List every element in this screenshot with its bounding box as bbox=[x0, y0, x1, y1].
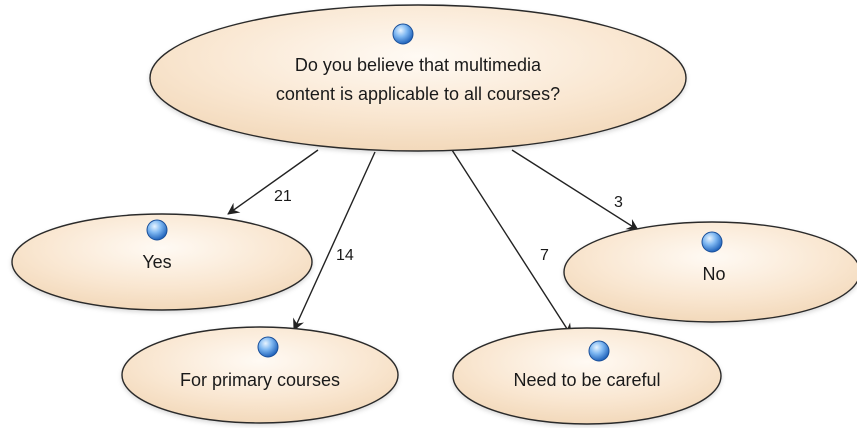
blue-circle-icon bbox=[588, 340, 610, 362]
answer-node-no-shape bbox=[563, 221, 857, 323]
answer-node-yes[interactable]: Yes bbox=[11, 213, 313, 311]
edge-primary-courses bbox=[293, 151, 376, 331]
blue-circle-icon bbox=[146, 219, 168, 241]
answer-node-primary-courses[interactable]: For primary courses bbox=[121, 326, 399, 424]
count-label-yes: 21 bbox=[274, 188, 292, 205]
count-label-need-to-be-careful: 7 bbox=[540, 247, 549, 264]
blue-circle-icon bbox=[701, 231, 723, 253]
edge-labels: 21 14 7 3 bbox=[274, 188, 623, 264]
edge-no bbox=[511, 149, 639, 231]
root-question-line-1: Do you believe that multimedia bbox=[295, 55, 542, 75]
edges bbox=[227, 149, 639, 336]
answer-label-yes: Yes bbox=[142, 252, 171, 272]
edge-yes bbox=[227, 149, 319, 215]
blue-circle-icon bbox=[257, 336, 279, 358]
count-label-primary-courses: 14 bbox=[336, 247, 354, 264]
answer-label-primary-courses: For primary courses bbox=[180, 370, 340, 390]
count-label-no: 3 bbox=[614, 194, 623, 211]
answer-node-primary-courses-shape bbox=[121, 326, 399, 424]
answer-node-yes-shape bbox=[11, 213, 313, 311]
answer-label-need-to-be-careful: Need to be careful bbox=[513, 370, 660, 390]
answer-node-no[interactable]: No bbox=[563, 221, 857, 323]
answer-node-need-to-be-careful[interactable]: Need to be careful bbox=[452, 327, 722, 425]
edge-need-to-be-careful bbox=[451, 149, 572, 336]
answer-node-need-to-be-careful-shape bbox=[452, 327, 722, 425]
root-question-line-2: content is applicable to all courses? bbox=[276, 84, 560, 104]
root-node-shape bbox=[149, 4, 687, 152]
root-node[interactable]: Do you believe that multimedia content i… bbox=[149, 4, 687, 152]
blue-circle-icon bbox=[392, 23, 414, 45]
answer-label-no: No bbox=[702, 264, 725, 284]
